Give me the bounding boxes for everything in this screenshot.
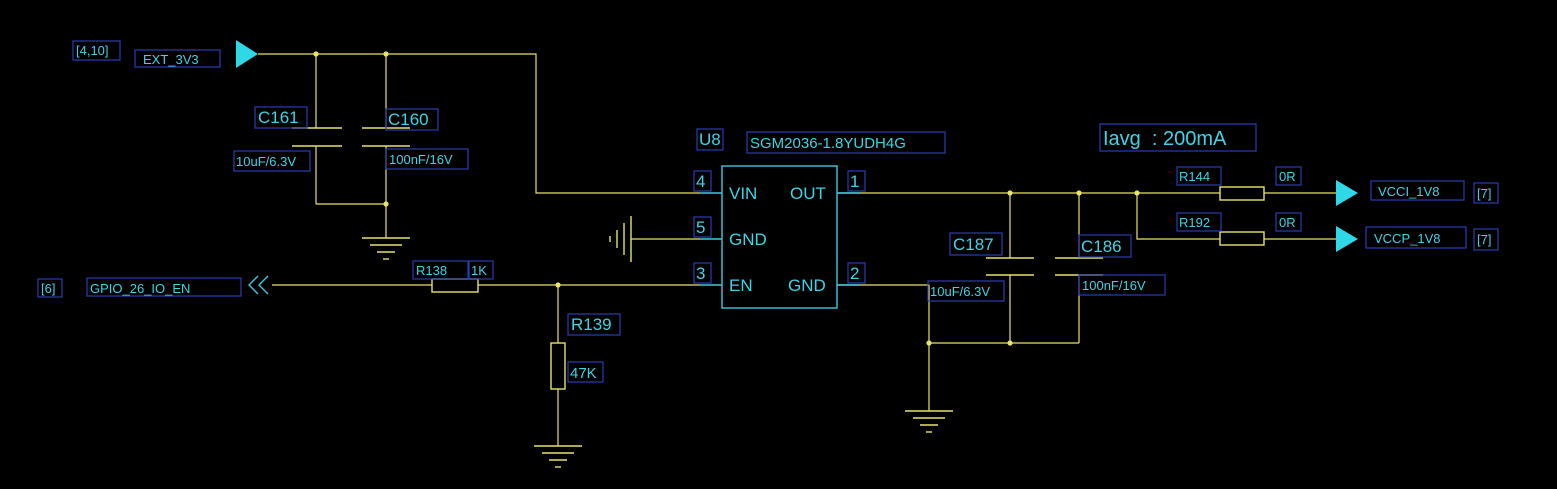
junction-dot <box>383 51 389 57</box>
junctions <box>313 51 1140 346</box>
res-refdes-r192: R192 <box>1179 215 1210 230</box>
current-note: Iavg : 200mA <box>1103 128 1227 150</box>
ic-pin-name-gnd5: GND <box>729 230 767 249</box>
cap-refdes-c187: C187 <box>953 235 994 254</box>
offpage-ref-ext3v3: [4,10] <box>76 43 109 58</box>
input-port-chevron-icon <box>248 275 269 295</box>
ic-pin-name-out: OUT <box>790 184 826 203</box>
junction-dot <box>313 51 319 57</box>
resistor-r192-symbol <box>1219 231 1265 246</box>
res-value-r192: 0R <box>1279 215 1296 230</box>
ic-pin-number-out: 1 <box>850 172 859 191</box>
ic-pin-number-vin: 4 <box>696 172 705 191</box>
ic-u8-pin-stubs <box>700 192 860 286</box>
net-label-vcci: VCCI_1V8 <box>1378 184 1439 199</box>
res-value-r144: 0R <box>1279 169 1296 184</box>
wire-ext3v3-to-vin <box>258 53 700 194</box>
junction-dot <box>1007 340 1013 346</box>
wire-to-r192 <box>1136 193 1220 240</box>
res-refdes-r144: R144 <box>1179 169 1210 184</box>
ic-u8-body <box>721 165 838 309</box>
junction-dot <box>383 201 389 207</box>
res-value-r138: 1K <box>471 263 487 278</box>
ground-icon <box>905 410 953 433</box>
offpage-ref-gpio: [6] <box>41 281 55 296</box>
cap-refdes-c160: C160 <box>388 110 429 129</box>
junction-dot <box>555 282 561 288</box>
junction-dot <box>1134 190 1140 196</box>
ic-pin-number-gnd2: 2 <box>850 264 859 283</box>
ic-pin-number-gnd5: 5 <box>696 218 705 237</box>
ic-pin-name-en: EN <box>729 276 753 295</box>
cap-refdes-c161: C161 <box>258 108 299 127</box>
capacitor-c161-symbol <box>292 127 342 147</box>
capacitor-c187-symbol <box>986 257 1034 276</box>
cap-value-c160: 100nF/16V <box>389 152 453 167</box>
capacitor-c186-symbol <box>1055 257 1103 276</box>
offpage-ref-vccp: [7] <box>1477 232 1491 247</box>
power-port-arrow-icon <box>1336 180 1358 206</box>
power-port-arrow-icon <box>1336 226 1358 252</box>
cap-refdes-c186: C186 <box>1081 237 1122 256</box>
net-label-ext3v3: EXT_3V3 <box>143 52 199 67</box>
resistor-r139-symbol <box>550 342 566 390</box>
cap-value-c186: 100nF/16V <box>1082 278 1146 293</box>
capacitor-c160-symbol <box>362 127 410 147</box>
resistor-r138-symbol <box>431 278 479 293</box>
label-boxes <box>37 40 1499 383</box>
ground-icon <box>534 445 582 468</box>
ic-refdes: U8 <box>699 130 721 149</box>
res-refdes-r139: R139 <box>571 315 612 334</box>
cap-value-c161: 10uF/6.3V <box>236 154 296 169</box>
ic-part-number: SGM2036-1.8YUDH4G <box>750 135 906 152</box>
ic-pin-number-en: 3 <box>696 264 705 283</box>
wires <box>258 53 1336 446</box>
res-value-r139: 47K <box>570 365 597 382</box>
net-label-gpio-en: GPIO_26_IO_EN <box>90 281 190 296</box>
ground-icon <box>362 237 410 260</box>
junction-dot <box>1007 190 1013 196</box>
offpage-ref-vcci: [7] <box>1477 186 1491 201</box>
power-port-arrow-icon <box>236 40 258 68</box>
wire-gnd-pin2 <box>838 284 930 411</box>
resistor-r144-symbol <box>1219 186 1265 201</box>
cap-value-c187: 10uF/6.3V <box>930 284 990 299</box>
res-refdes-r138: R138 <box>416 263 447 278</box>
junction-dot <box>1076 190 1082 196</box>
ic-pin-name-vin: VIN <box>729 184 757 203</box>
junction-dot <box>926 340 932 346</box>
ic-pin-name-gnd2: GND <box>788 276 826 295</box>
net-label-vccp: VCCP_1V8 <box>1374 231 1440 246</box>
ground-icon <box>609 216 632 262</box>
